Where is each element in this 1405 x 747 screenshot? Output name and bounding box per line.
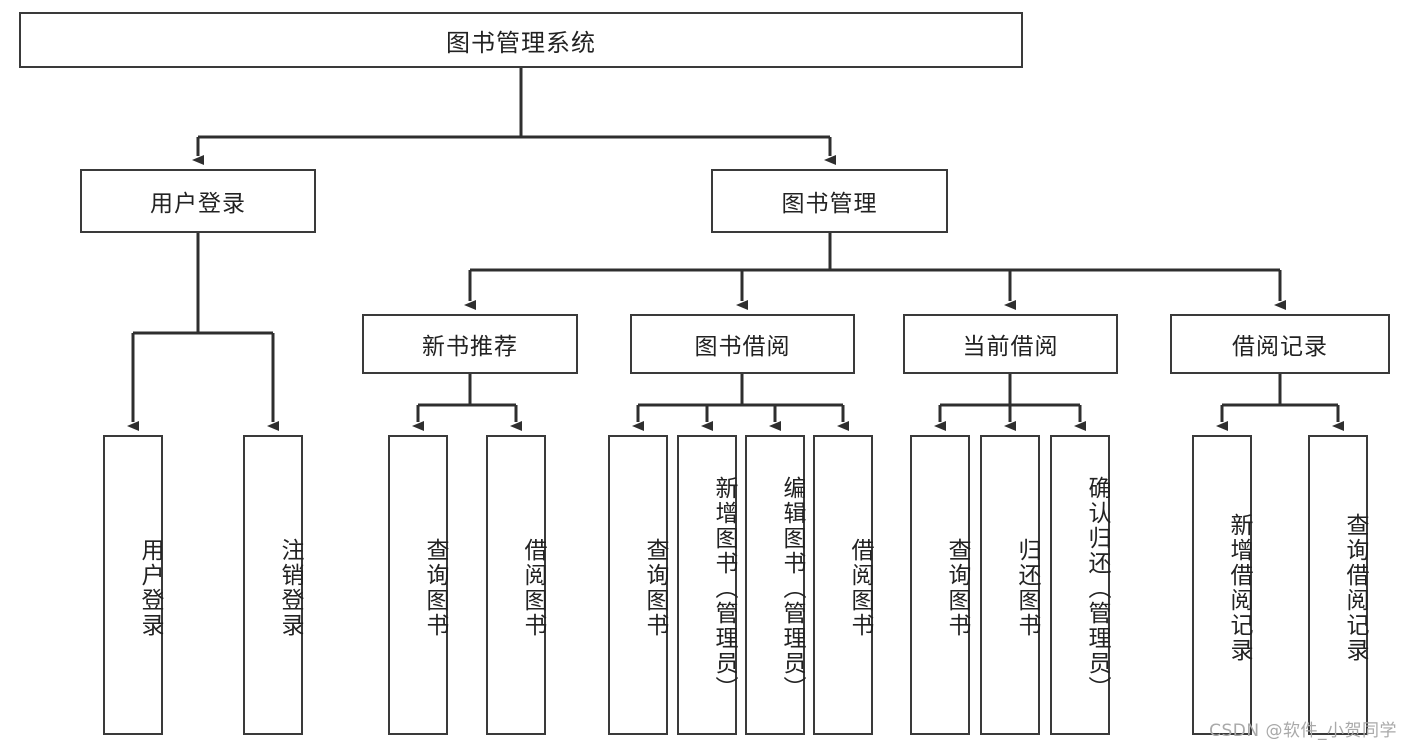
- node-leaf-bb-edit-book[interactable]: 编辑图书（管理员）: [745, 435, 805, 735]
- node-label: 查询图书: [642, 538, 668, 638]
- node-leaf-user-logout[interactable]: 注销登录: [243, 435, 303, 735]
- node-label: 注销登录: [277, 538, 303, 638]
- csdn-watermark: CSDN @软件_小贺同学: [1209, 721, 1397, 741]
- node-label: 当前借阅: [962, 334, 1059, 360]
- node-label: 查询借阅记录: [1342, 513, 1368, 663]
- node-leaf-bb-query-book[interactable]: 查询图书: [608, 435, 668, 735]
- node-label: 确认归还（管理员）: [1084, 475, 1110, 701]
- node-label: 借阅图书: [847, 538, 873, 638]
- node-label: 图书管理: [781, 191, 878, 217]
- node-leaf-br-query-record[interactable]: 查询借阅记录: [1308, 435, 1368, 735]
- node-label: 借阅图书: [520, 538, 546, 638]
- node-leaf-rec-borrow-book[interactable]: 借阅图书: [486, 435, 546, 735]
- node-label: 用户登录: [150, 191, 246, 217]
- node-root-system[interactable]: 图书管理系统: [19, 12, 1023, 68]
- node-book-borrow[interactable]: 图书借阅: [630, 314, 855, 374]
- node-label: 编辑图书（管理员）: [779, 475, 805, 701]
- node-label: 查询图书: [422, 538, 448, 638]
- node-leaf-cb-query-book[interactable]: 查询图书: [910, 435, 970, 735]
- node-label: 新增图书（管理员）: [711, 475, 737, 701]
- node-label: 查询图书: [944, 538, 970, 638]
- node-new-book-recommend[interactable]: 新书推荐: [362, 314, 578, 374]
- node-book-manage[interactable]: 图书管理: [711, 169, 948, 233]
- node-label: 新增借阅记录: [1226, 513, 1252, 663]
- node-leaf-br-add-record[interactable]: 新增借阅记录: [1192, 435, 1252, 735]
- node-leaf-rec-query-book[interactable]: 查询图书: [388, 435, 448, 735]
- node-label: 图书借阅: [694, 334, 791, 360]
- node-leaf-cb-confirm-return[interactable]: 确认归还（管理员）: [1050, 435, 1110, 735]
- node-leaf-bb-borrow-book[interactable]: 借阅图书: [813, 435, 873, 735]
- node-label: 新书推荐: [422, 334, 518, 360]
- node-leaf-bb-add-book[interactable]: 新增图书（管理员）: [677, 435, 737, 735]
- node-label: 用户登录: [137, 538, 163, 638]
- node-borrow-record[interactable]: 借阅记录: [1170, 314, 1390, 374]
- node-user-login[interactable]: 用户登录: [80, 169, 316, 233]
- node-label: 图书管理系统: [446, 28, 596, 57]
- node-current-borrow[interactable]: 当前借阅: [903, 314, 1118, 374]
- node-label: 借阅记录: [1232, 334, 1328, 360]
- node-label: 归还图书: [1014, 538, 1040, 638]
- node-leaf-cb-return-book[interactable]: 归还图书: [980, 435, 1040, 735]
- node-leaf-user-login[interactable]: 用户登录: [103, 435, 163, 735]
